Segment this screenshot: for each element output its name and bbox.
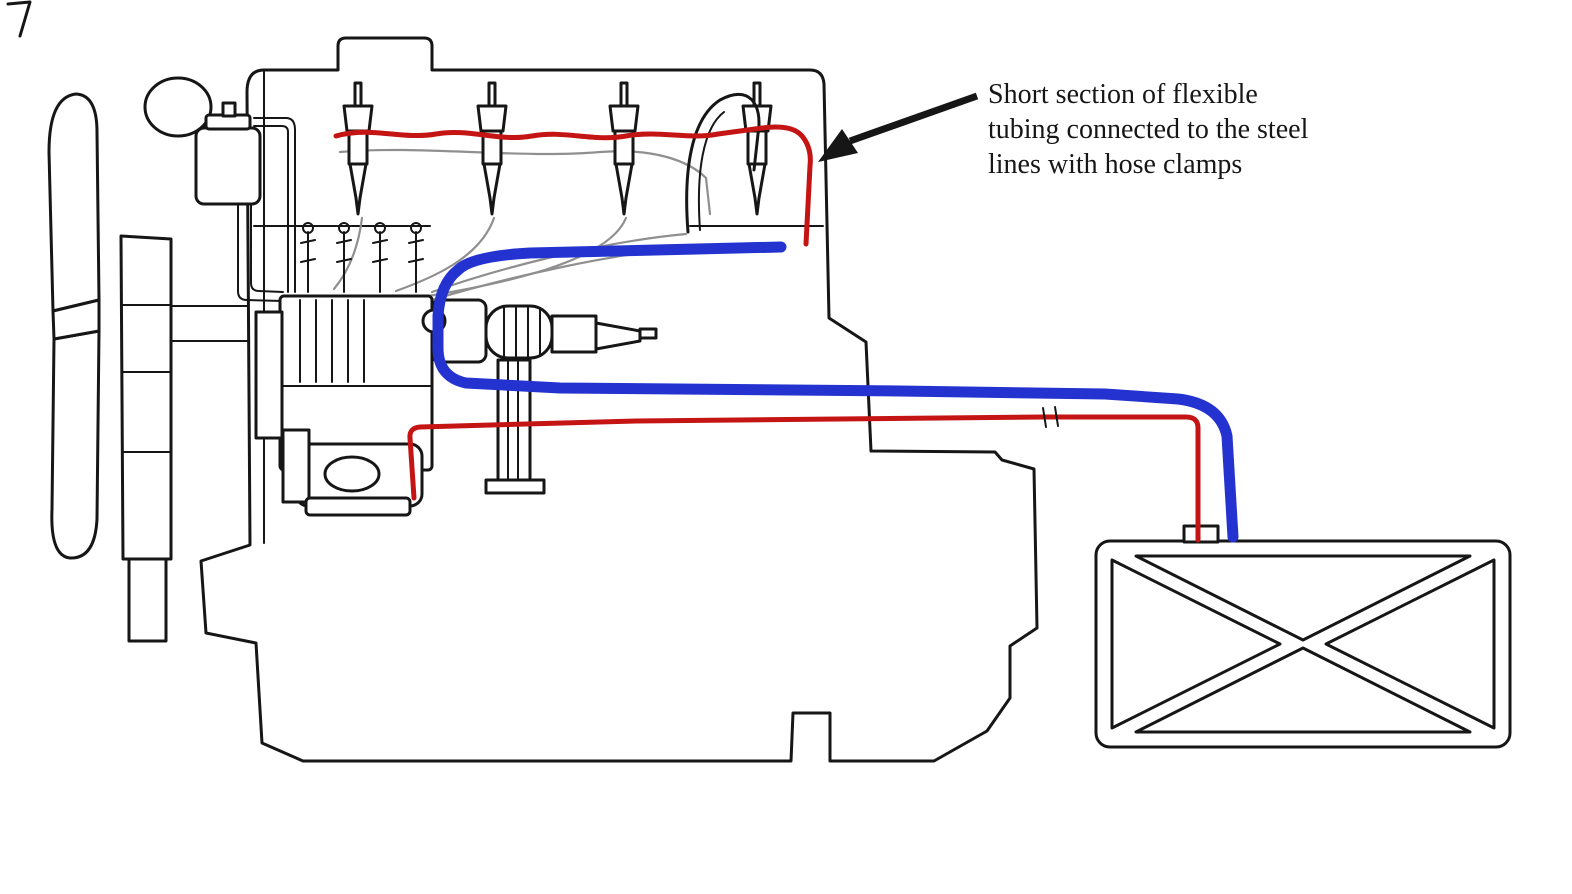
fitting (372, 231, 388, 293)
inspection-cover (323, 455, 381, 493)
scan-artifact (6, 0, 32, 38)
fuel-filter-assembly (143, 76, 296, 302)
injector-2 (476, 81, 508, 216)
injector-nut (741, 104, 773, 133)
fuel-filter-canister (194, 126, 262, 206)
red-supply-line-to-tank (407, 414, 1201, 543)
fitting (408, 231, 424, 293)
front-cover-strip (119, 234, 173, 561)
support-bracket (496, 358, 532, 482)
filter-to-pump-line-2 (250, 203, 284, 293)
annotation-arrow (818, 92, 979, 162)
red-injector-rail-line (333, 124, 813, 247)
engine-mount (127, 557, 168, 643)
pump-base (304, 496, 412, 517)
fuel-tank-outline (1094, 539, 1512, 749)
pump-left-box (281, 428, 311, 504)
injector-nut (342, 104, 374, 133)
fan-blade-upper (47, 92, 101, 313)
steel-line (420, 216, 628, 299)
engine-block-outline (199, 36, 1039, 763)
front-cover-lines (122, 304, 172, 453)
filter-to-pump-line-1 (237, 203, 284, 302)
annotation-line-2: tubing connected to the steel (988, 114, 1309, 145)
drive-tip (638, 327, 658, 340)
injector-nozzle (348, 162, 368, 216)
front-cover (119, 234, 248, 643)
tank-brace-left (1110, 558, 1282, 730)
annotation-line-3: lines with hose clamps (988, 149, 1242, 180)
annotation-text: Short section of flexible tubing connect… (988, 79, 1309, 180)
tank-brace-right (1324, 558, 1496, 730)
loop-tube (685, 93, 761, 234)
drive-cone (594, 321, 642, 351)
injector-nozzle (482, 162, 502, 216)
tank-brace-top (1134, 554, 1472, 642)
loop-tube-inner (697, 111, 725, 231)
fitting (336, 231, 352, 293)
red-fuel-lines (333, 124, 1201, 543)
bracket-foot (484, 478, 546, 495)
ribbed-cylinder (484, 304, 554, 360)
fan-hub (51, 298, 101, 341)
breather-cap (143, 76, 213, 138)
fuel-tank-inlet (1182, 524, 1220, 544)
steel-line (338, 148, 712, 216)
fitting-cap (374, 222, 386, 234)
injector-body (347, 129, 369, 166)
injector-nut (476, 104, 508, 133)
fitting-cap (338, 222, 350, 234)
injector-4 (741, 81, 773, 216)
tank-brace-bottom (1134, 646, 1472, 734)
steel-line (394, 216, 496, 293)
fuel-injectors (342, 81, 773, 216)
blue-fuel-return-line (432, 241, 1239, 543)
filter-nipple (221, 101, 237, 118)
injector-nozzle (747, 162, 767, 216)
fitting (300, 231, 316, 293)
injector-nut (608, 104, 640, 133)
arrow-shaft (848, 92, 979, 145)
cylinder-ribs (503, 306, 541, 358)
injector-pin (619, 81, 629, 108)
hose-clamp-connector (1042, 406, 1059, 428)
injector-nozzle (614, 162, 634, 216)
coupling (550, 314, 598, 354)
injector-pin (353, 81, 363, 108)
fitting-cap (410, 222, 422, 234)
pump-element-lines (299, 299, 365, 383)
belt-lines (170, 305, 248, 342)
fuel-tank (1094, 524, 1512, 749)
engine-line-art (47, 36, 1039, 763)
injector-1 (342, 81, 374, 216)
injection-pump (254, 294, 658, 517)
annotation-line-1: Short section of flexible (988, 79, 1258, 110)
filter-supply-line (253, 117, 296, 293)
fan-blade-lower (50, 329, 101, 560)
fitting-cap (302, 222, 314, 234)
fan-blades (47, 92, 101, 560)
pump-side-plate (254, 310, 284, 440)
injector-pin (487, 81, 497, 108)
arrow-head-icon (818, 129, 858, 162)
delivery-fittings (300, 222, 424, 293)
